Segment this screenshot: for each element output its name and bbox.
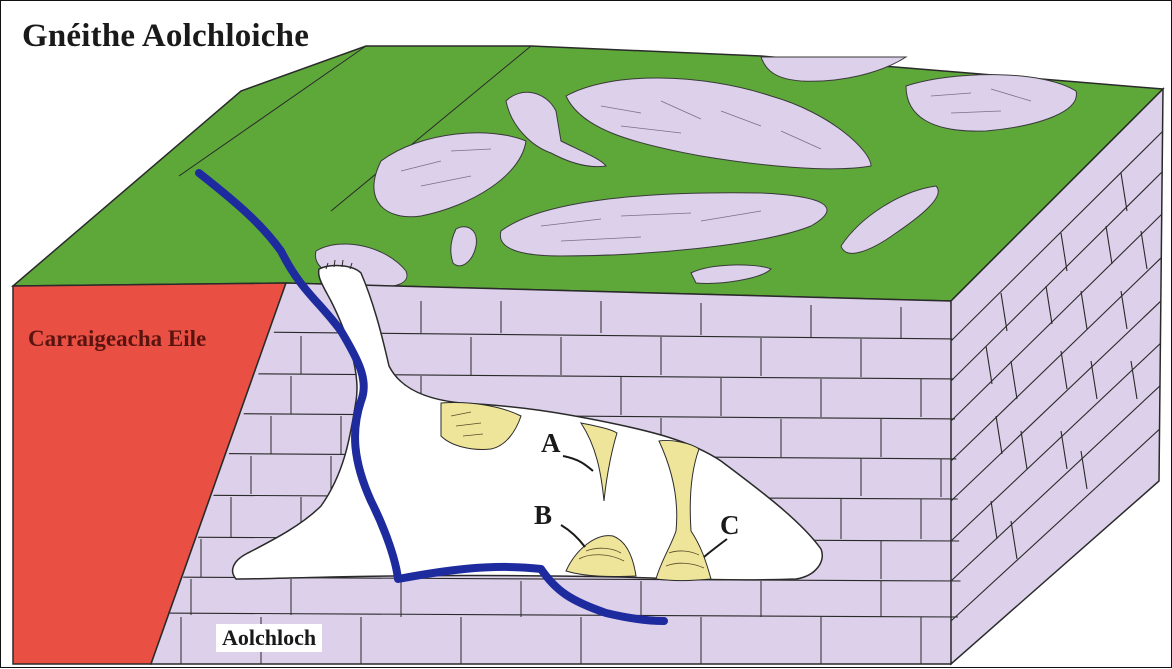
other-rocks-label: Carraigeacha Eile	[26, 324, 208, 354]
marker-b: B	[534, 500, 552, 531]
marker-c: C	[720, 510, 740, 541]
marker-a: A	[541, 428, 561, 459]
diagram-title: Gnéithe Aolchloiche	[22, 18, 309, 55]
limestone-label: Aolchloch	[216, 624, 322, 652]
